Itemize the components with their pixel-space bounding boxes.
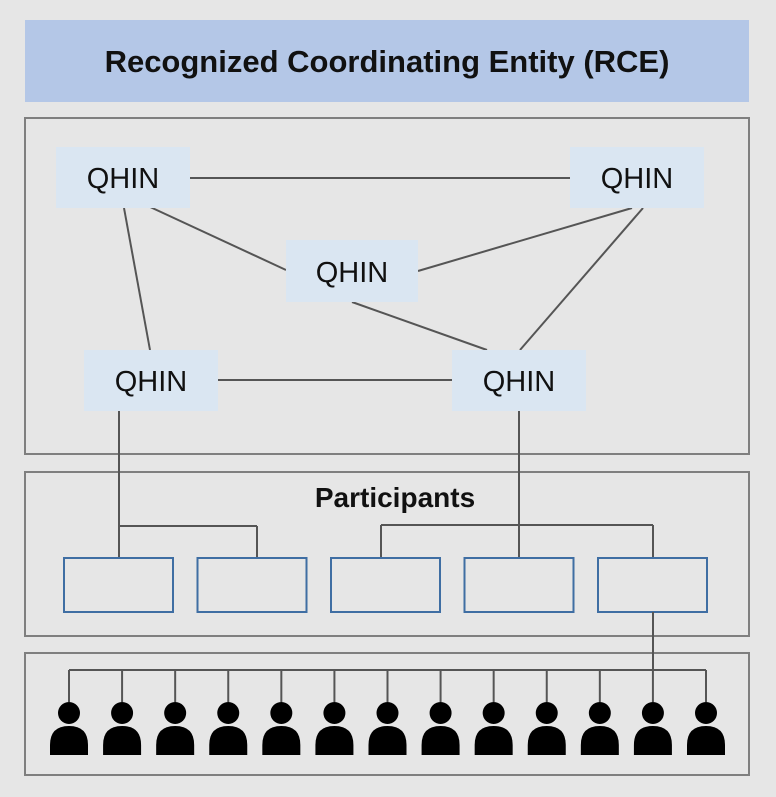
link-q1-q4 [123, 207, 151, 351]
person-icon [50, 702, 88, 755]
participant-box [63, 557, 174, 613]
participant-box [196, 557, 308, 613]
person-icon [262, 702, 301, 755]
person-icon [315, 702, 354, 755]
link-q2-q3 [417, 207, 633, 272]
participant-box [330, 557, 441, 613]
qhin-label: QHIN [483, 366, 556, 398]
person-icon [633, 702, 672, 755]
qhin-label: QHIN [87, 163, 160, 195]
link-q3-q5 [351, 301, 488, 351]
person-icon [209, 702, 248, 755]
person-icon [527, 702, 566, 755]
participant-box [597, 557, 708, 613]
person-icon [687, 702, 725, 755]
rce-banner [25, 20, 749, 102]
person-icon [103, 702, 142, 755]
qhin-node: QHIN [84, 350, 218, 411]
qhin-label: QHIN [601, 163, 674, 195]
individual-drops [68, 670, 707, 702]
qhin-node: QHIN [286, 240, 418, 302]
qhin-node: QHIN [452, 350, 586, 411]
person-icon [580, 702, 619, 755]
qhin-label: QHIN [115, 366, 188, 398]
rce-title: Recognized Coordinating Entity (RCE) [105, 44, 670, 79]
individuals-row [50, 702, 725, 755]
person-icon [156, 702, 195, 755]
participant-boxes [63, 557, 708, 613]
link-q1-q3 [147, 205, 287, 271]
participant-links [118, 411, 654, 558]
qhin-links [123, 177, 644, 381]
link-q2-q5 [519, 207, 644, 351]
qhin-node: QHIN [570, 147, 704, 208]
qhin-node: QHIN [56, 147, 190, 208]
participants-title: Participants [315, 482, 475, 513]
participant-box [463, 557, 575, 613]
person-icon [368, 702, 407, 755]
person-icon [474, 702, 513, 755]
qhin-label: QHIN [316, 257, 389, 289]
person-icon [421, 702, 460, 755]
